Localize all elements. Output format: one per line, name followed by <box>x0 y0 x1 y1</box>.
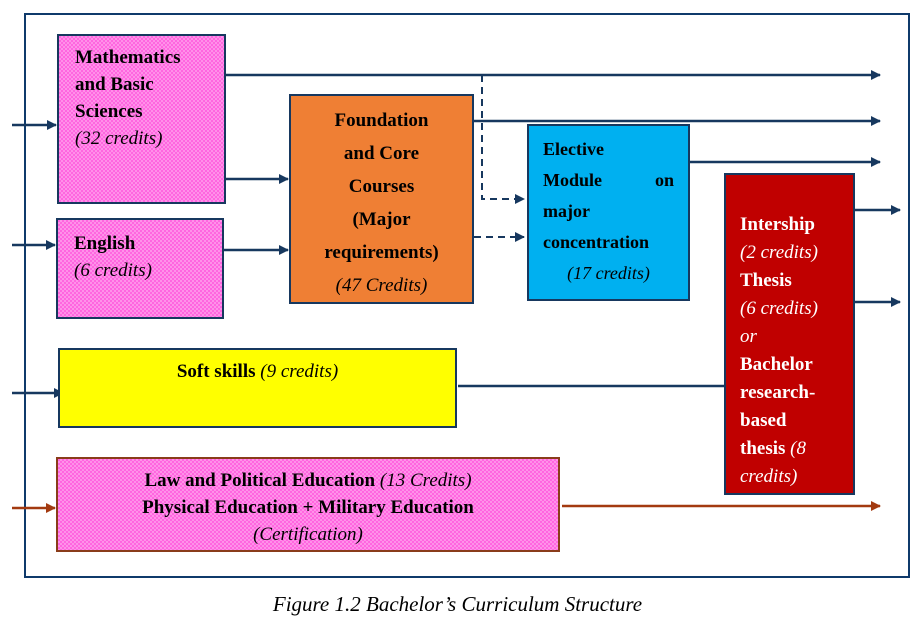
foundation-title-line: requirements) <box>324 242 439 263</box>
bachelor-thesis-line: Bachelor <box>740 354 813 375</box>
bachelor-thesis-line: thesis (8 <box>740 435 853 463</box>
elective-word: on <box>654 170 674 190</box>
bachelor-thesis-word: thesis <box>740 438 786 459</box>
internship-label: Intership <box>740 214 815 235</box>
bachelor-thesis-line: research- <box>740 382 816 403</box>
thesis-credits: (6 credits) <box>740 298 818 319</box>
soft-skills-title: Soft skills <box>176 361 256 382</box>
math-title-line: Mathematics <box>75 47 181 68</box>
soft-skills-credits: (9 credits) <box>260 361 339 382</box>
law-physical-military-box: Law and Political Education (13 Credits)… <box>56 457 560 552</box>
english-title: English <box>74 233 136 254</box>
law-line: Law and Political Education (13 Credits) <box>58 467 558 494</box>
law-credits: (13 Credits) <box>379 470 472 491</box>
bachelor-credits-start: (8 <box>790 438 806 459</box>
foundation-title-line: Courses <box>348 176 415 197</box>
elective-line: Module on <box>543 165 674 196</box>
foundation-core-box: Foundation and Core Courses (Major requi… <box>289 94 474 304</box>
law-title: Law and Political Education <box>144 470 376 491</box>
physical-military-title: Physical Education + Military Education <box>142 497 474 518</box>
english-box: English (6 credits) <box>56 218 224 319</box>
math-basic-sciences-box: Mathematics and Basic Sciences (32 credi… <box>57 34 226 204</box>
bachelor-thesis-line: based <box>740 410 787 431</box>
diagram-frame <box>24 13 910 578</box>
elective-word: Module <box>543 170 603 190</box>
bachelor-credits-end: credits) <box>740 466 798 487</box>
thesis-label: Thesis <box>740 270 792 291</box>
dashed-arrow-math-to-elective <box>481 75 525 204</box>
foundation-credits: (47 Credits) <box>335 275 428 296</box>
english-credits: (6 credits) <box>74 260 152 281</box>
elective-credits: (17 credits) <box>567 263 650 283</box>
math-credits: (32 credits) <box>75 128 163 149</box>
math-title-line: and Basic <box>75 74 154 95</box>
soft-skills-box: Soft skills (9 credits) <box>58 348 457 428</box>
internship-credits: (2 credits) <box>740 242 818 263</box>
elective-module-box: Elective Module on major concentration (… <box>527 124 690 301</box>
internship-thesis-box: Intership (2 credits) Thesis (6 credits)… <box>724 173 855 495</box>
elective-line: Elective <box>543 139 604 159</box>
elective-line: concentration <box>543 232 649 252</box>
foundation-title-line: Foundation <box>334 110 429 131</box>
elective-line: major <box>543 201 590 221</box>
math-title-line: Sciences <box>75 101 143 122</box>
foundation-title-line: (Major <box>352 209 411 230</box>
certification-label: (Certification) <box>253 524 363 545</box>
foundation-title-line: and Core <box>343 143 420 164</box>
or-label: or <box>740 326 757 347</box>
figure-caption: Figure 1.2 Bachelor’s Curriculum Structu… <box>272 592 643 616</box>
